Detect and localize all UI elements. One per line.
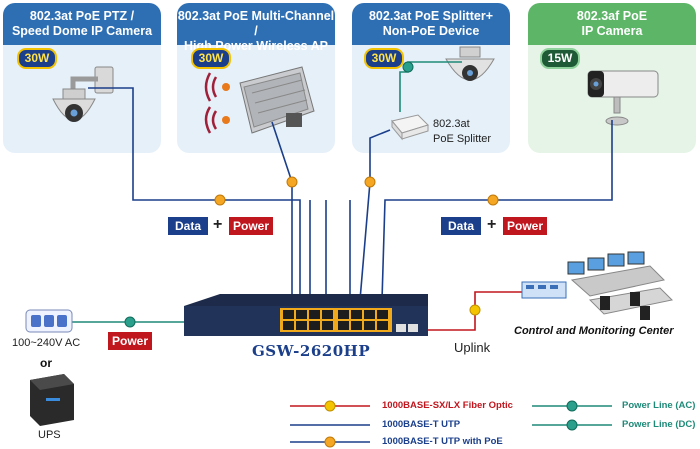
legend-utp-label: 1000BASE-T UTP <box>382 419 461 430</box>
device-card-poe-splitter: 802.3at PoE Splitter+ Non-PoE Device 30W… <box>352 3 510 153</box>
device-title-line1: 802.3at PoE Multi-Channel / <box>177 9 335 38</box>
uplink-label: Uplink <box>454 340 491 355</box>
or-label: or <box>40 356 52 370</box>
device-title-line1: 802.3at PoE Splitter+ <box>368 9 493 23</box>
device-title-line1: 802.3at PoE PTZ / <box>29 9 135 23</box>
speed-dome-camera-icon <box>52 66 114 122</box>
power-badge: 30W <box>364 48 404 69</box>
device-title-line2: Speed Dome IP Camera <box>11 24 153 38</box>
wireless-ap-icon <box>204 66 315 134</box>
device-title-line2: Non-PoE Device <box>382 24 480 38</box>
ac-outlet-icon <box>25 309 73 333</box>
ac-label: 100~240V AC <box>12 337 81 349</box>
box-ip-camera-icon <box>587 70 659 126</box>
plus-sign-left: + <box>213 216 223 233</box>
ups-label: UPS <box>38 429 61 441</box>
splitter-label-line2: PoE Splitter <box>433 133 492 145</box>
data-label-right: Data <box>441 217 481 235</box>
plus-sign-right: + <box>487 216 497 233</box>
power-label-right: Power <box>503 217 547 235</box>
device-card-header: 802.3at PoE PTZ / Speed Dome IP Camera <box>3 3 161 45</box>
switch-name: GSW-2620HP <box>252 342 371 360</box>
control-center-icon <box>521 251 674 320</box>
device-card-header: 802.3at PoE Splitter+ Non-PoE Device <box>352 3 510 45</box>
poe-link-ptz <box>88 87 301 300</box>
ups-icon <box>30 374 74 426</box>
device-card-header: 802.3af PoE IP Camera <box>528 3 696 45</box>
legend-ac-label: Power Line (AC) <box>622 400 696 411</box>
switch-gsw-2620hp <box>184 294 428 336</box>
data-label-left: Data <box>168 217 208 235</box>
poe-link-splitter <box>359 129 391 301</box>
link-tag-markers <box>124 61 499 328</box>
splitter-label-line1: 802.3at <box>433 118 470 130</box>
legend-utp-poe-label: 1000BASE-T UTP with PoE <box>382 436 503 447</box>
device-card-wireless-ap: 802.3at PoE Multi-Channel / High Power W… <box>177 3 335 153</box>
dome-camera-icon <box>445 46 495 81</box>
power-label-left: Power <box>229 217 273 235</box>
power-label-ac: Power <box>108 332 152 350</box>
poe-splitter-icon <box>391 114 429 141</box>
power-badge: 15W <box>540 48 580 69</box>
poe-link-ap <box>271 121 293 300</box>
control-center-label: Control and Monitoring Center <box>514 325 674 337</box>
device-title-line1: 802.3af PoE <box>576 9 648 23</box>
power-badge: 30W <box>17 48 57 69</box>
legend-dc-label: Power Line (DC) <box>622 419 696 430</box>
device-card-ptz-camera: 802.3at PoE PTZ / Speed Dome IP Camera 3… <box>3 3 161 153</box>
legend-fiber-label: 1000BASE-SX/LX Fiber Optic <box>382 400 513 411</box>
device-title-line2: IP Camera <box>581 24 643 38</box>
legend-lines <box>290 400 612 448</box>
power-badge: 30W <box>191 48 231 69</box>
